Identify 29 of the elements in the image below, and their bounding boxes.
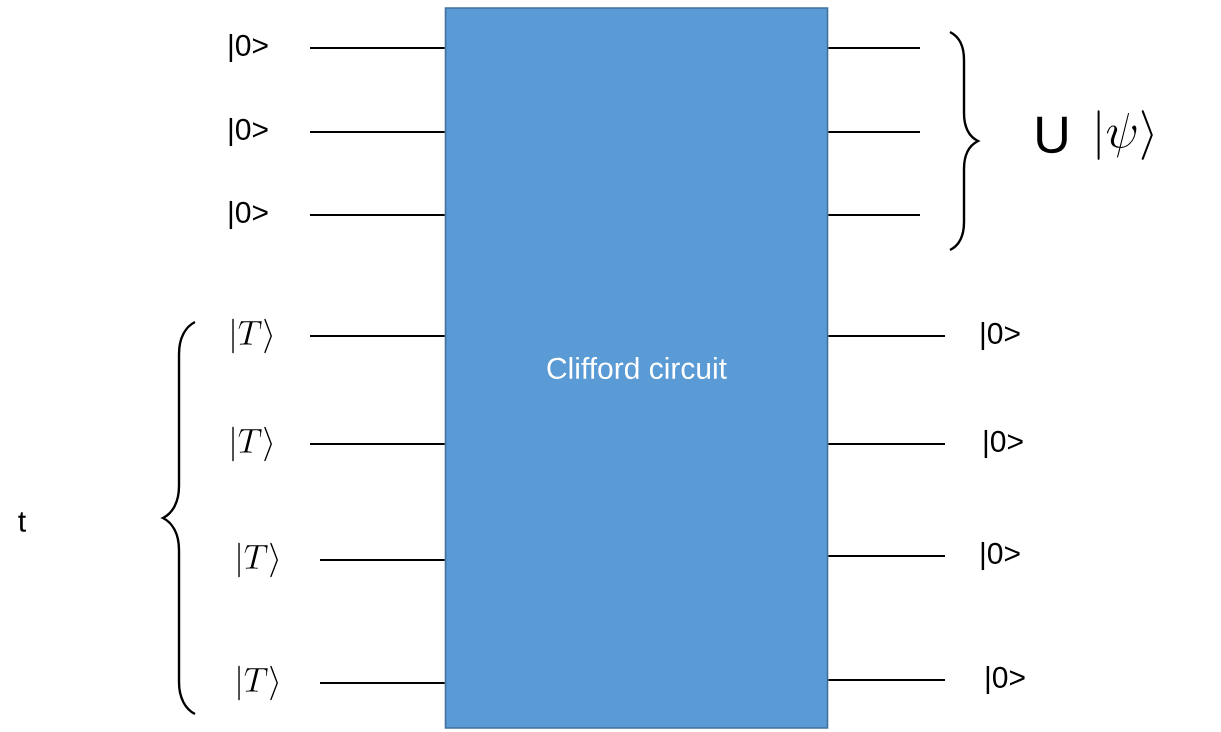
state-label: |0> bbox=[229, 117, 268, 147]
state-label: $|T\rangle$ bbox=[238, 665, 278, 701]
wire bbox=[828, 130, 920, 134]
circuit-box: Clifford circuit bbox=[444, 7, 829, 729]
wire bbox=[310, 442, 445, 446]
wire bbox=[828, 334, 945, 338]
wire bbox=[828, 442, 945, 446]
wire bbox=[320, 681, 445, 685]
state-label: |0> bbox=[986, 665, 1025, 695]
state-label: |0> bbox=[229, 33, 268, 63]
output-label: $|\psi\rangle$ bbox=[1097, 110, 1153, 160]
count-label: t bbox=[18, 512, 26, 532]
state-label: |0> bbox=[981, 321, 1020, 351]
wire bbox=[320, 558, 445, 562]
state-label: $|T\rangle$ bbox=[232, 426, 272, 462]
state-label: |0> bbox=[981, 541, 1020, 571]
output-label: U bbox=[1037, 116, 1067, 154]
wire bbox=[828, 213, 920, 217]
wire bbox=[310, 130, 445, 134]
wire bbox=[828, 46, 920, 50]
state-label: $|T\rangle$ bbox=[238, 542, 278, 578]
wire bbox=[310, 334, 445, 338]
state-label: |0> bbox=[984, 429, 1023, 459]
wire bbox=[828, 554, 945, 558]
wire bbox=[310, 46, 445, 50]
wire bbox=[828, 678, 945, 682]
wire bbox=[310, 213, 445, 217]
state-label: $|T\rangle$ bbox=[232, 318, 272, 354]
state-label: |0> bbox=[229, 200, 268, 230]
